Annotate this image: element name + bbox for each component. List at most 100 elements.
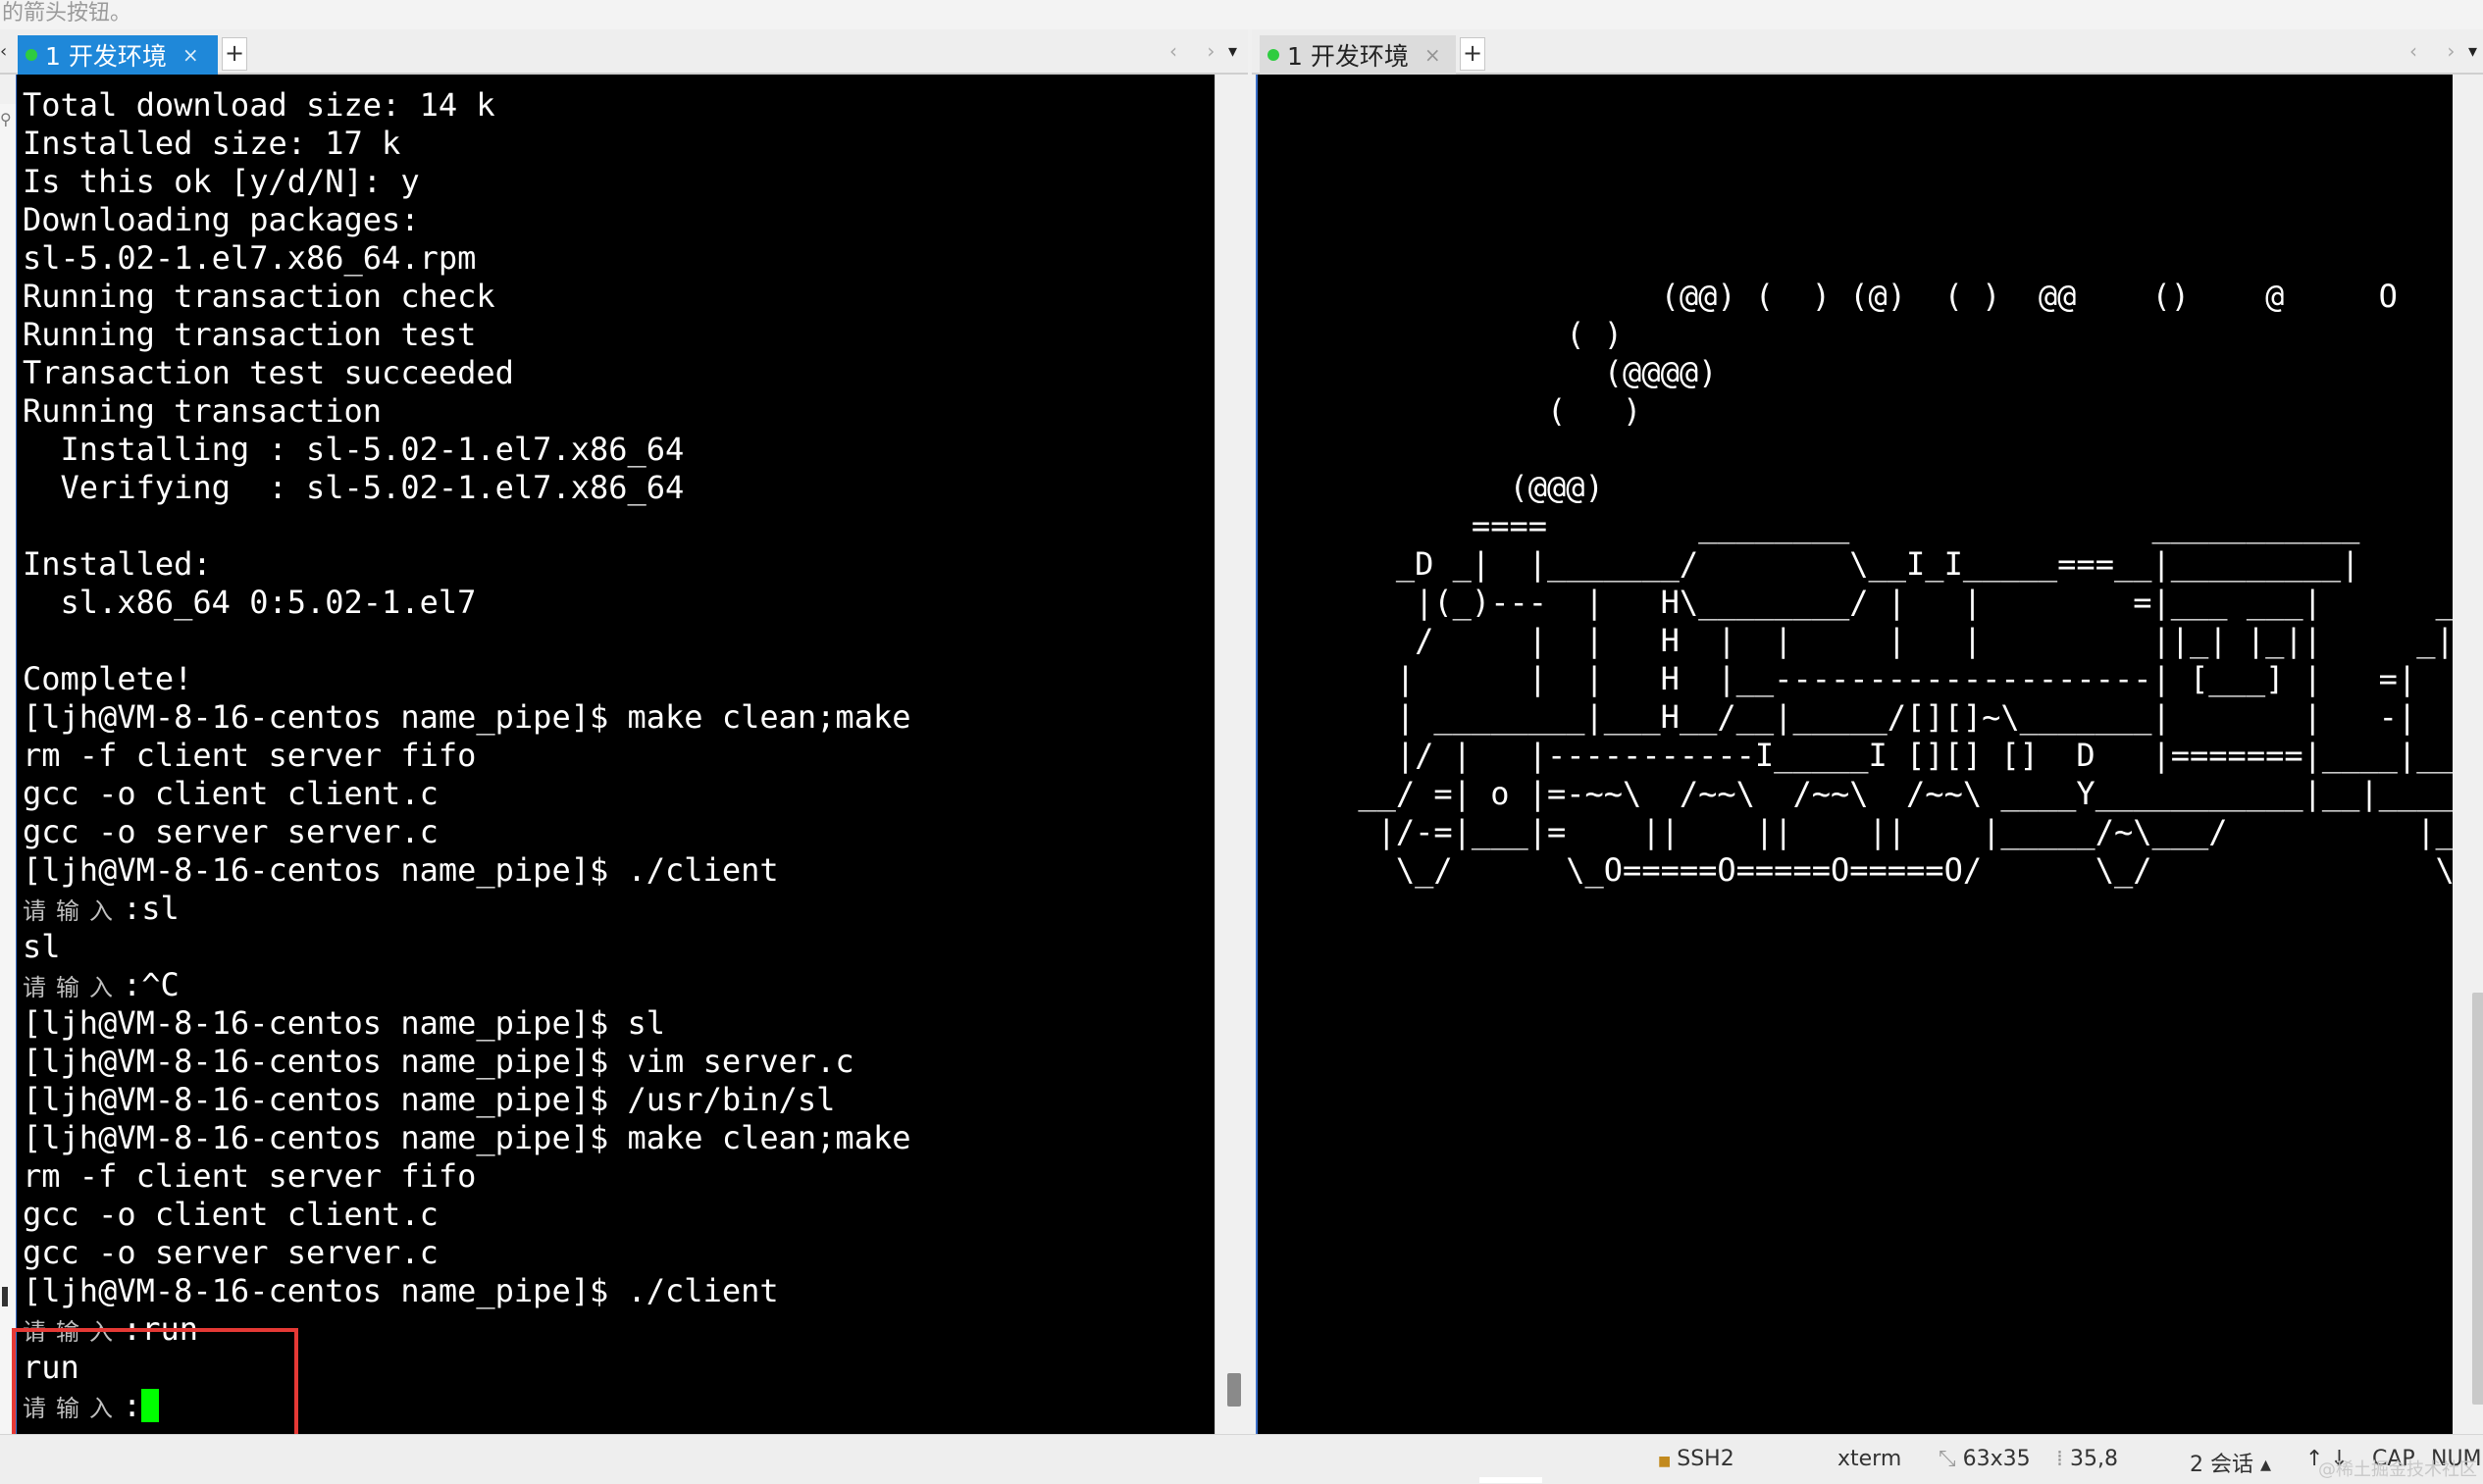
tab-dev-env-left[interactable]: 1 开发环境 × <box>18 35 218 75</box>
ascii-art-line: |/-=|___|= || || || |_____/~\___/ |_D__D… <box>1376 813 2453 850</box>
input-prompt-label: 请输入 <box>23 1318 123 1346</box>
terminal-right[interactable]: (@@) ( ) (@) ( ) @@ () @ O ( ) (@@@@) ( … <box>1256 75 2453 1434</box>
terminal-line: 请输入: <box>23 1387 910 1425</box>
ascii-art-line <box>1264 86 2453 125</box>
input-prompt-label: 请输入 <box>23 1395 123 1422</box>
status-cursor-pos: ⁞ 35,8 <box>2056 1447 2118 1471</box>
ascii-art-line: ( ) <box>1264 316 1624 353</box>
terminal-line: run <box>23 1349 79 1386</box>
tab-menu-chevron-down-icon[interactable]: ▾ <box>1228 41 1238 62</box>
status-sessions[interactable]: 2 会话 ▴ <box>2190 1453 2272 1477</box>
cursor-pos-icon: ⁞ <box>2056 1447 2070 1471</box>
tab-label: 1 开发环境 <box>1287 42 1409 71</box>
ascii-art-line: (@@@) <box>1264 469 1604 506</box>
terminal-cursor[interactable] <box>141 1389 160 1422</box>
left-gutter: ⚲ <box>0 104 16 1463</box>
terminal-line: Installed: <box>23 545 212 583</box>
terminal-line <box>23 622 910 660</box>
lock-icon: ■ <box>1658 1454 1672 1469</box>
left-tab-bar: ‹ 1 开发环境 × + ‹ › ▾ <box>0 29 1248 75</box>
input-prompt-label: 请输入 <box>23 974 123 1001</box>
input-echo: : <box>123 1387 142 1424</box>
add-tab-button[interactable]: + <box>222 37 247 71</box>
status-bar: ■SSH2 xterm ⤡ 63x35 ⁞ 35,8 2 会话 ▴ ↑ ↓ CA… <box>0 1434 2483 1484</box>
status-terminal-type: xterm <box>1837 1447 1902 1471</box>
terminal-line: [ljh@VM-8-16-centos name_pipe]$ sl <box>23 1004 666 1042</box>
scrollbar-thumb[interactable] <box>2472 993 2483 1405</box>
terminal-line: gcc -o server server.c <box>23 813 439 850</box>
ascii-art-line: ( ) <box>1264 392 1642 430</box>
terminal-line: Installing : sl-5.02-1.el7.x86_64 <box>23 431 685 468</box>
terminal-line: Installed size: 17 k <box>23 125 401 162</box>
ascii-art-line: (@@@@) <box>1264 354 1718 391</box>
terminal-line: [ljh@VM-8-16-centos name_pipe]$ vim serv… <box>23 1043 854 1080</box>
terminal-line: [ljh@VM-8-16-centos name_pipe]$ make cle… <box>23 1119 911 1156</box>
terminal-line: [ljh@VM-8-16-centos name_pipe]$ /usr/bin… <box>23 1081 836 1118</box>
terminal-line: [ljh@VM-8-16-centos name_pipe]$ ./client <box>23 1272 779 1309</box>
status-num: NUM <box>2431 1447 2482 1471</box>
ascii-art-line: __/ =| o |=-~~\ /~~\ /~~\ /~~\ ____Y____… <box>1358 775 2453 812</box>
ascii-art-line: / | | H | | | | ||_| |_|| _| \_____A <box>1415 622 2453 659</box>
right-tab-bar: 1 开发环境 × + ‹ › ▾ <box>1252 29 2483 75</box>
terminal-line: rm -f client server fifo <box>23 1157 477 1195</box>
connection-status-icon <box>26 49 37 61</box>
resize-icon: ⤡ <box>1939 1447 1963 1471</box>
top-hint-text: 的箭头按钮。 <box>0 0 2483 29</box>
terminal-line: [ljh@VM-8-16-centos name_pipe]$ ./client <box>23 851 779 889</box>
ascii-art-line: |/ | |-----------I_____I [][] [] D |====… <box>1395 737 2453 774</box>
terminal-line: Running transaction <box>23 392 383 430</box>
ascii-art-line: | ________|___H__/__|_____/[][]~\_______… <box>1395 698 2417 736</box>
ascii-art-line: _D _| |_______/ \__I_I_____===__|_______… <box>1264 545 2360 583</box>
status-caps: CAP <box>2372 1447 2415 1471</box>
close-icon[interactable]: × <box>181 43 199 67</box>
sl-train-ascii-art: (@@) ( ) (@) ( ) @@ () @ O ( ) (@@@@) ( … <box>1264 86 2453 890</box>
input-prompt-label: 请输入 <box>23 897 123 925</box>
ascii-art-line: ==== ________ ___________ <box>1264 507 2360 544</box>
terminal-line: sl <box>23 928 61 965</box>
left-scrollbar[interactable] <box>1215 75 1248 1434</box>
connection-status-icon <box>1267 49 1279 61</box>
terminal-line: Downloading packages: <box>23 201 420 238</box>
terminal-line: rm -f client server fifo <box>23 737 477 774</box>
terminal-line: Transaction test succeeded <box>23 354 514 391</box>
tab-nav-arrows-icon[interactable]: ‹ › <box>1169 39 1227 63</box>
terminal-line: [ljh@VM-8-16-centos name_pipe]$ make cle… <box>23 698 911 736</box>
close-icon[interactable]: × <box>1423 43 1441 67</box>
terminal-line: sl-5.02-1.el7.x86_64.rpm <box>23 239 477 277</box>
scrollbar-thumb[interactable] <box>1227 1373 1241 1407</box>
terminal-line: Running transaction check <box>23 278 495 315</box>
terminal-line: sl.x86_64 0:5.02-1.el7 <box>23 584 477 621</box>
right-pane: 1 开发环境 × + ‹ › ▾ (@@) ( ) (@) ( ) @@ () … <box>1252 29 2483 1434</box>
highlight-annotation <box>12 1328 298 1450</box>
ascii-art-line <box>1264 163 2453 201</box>
terminal-line: Complete! <box>23 660 193 697</box>
ascii-art-line: |(_)--- | H\________/ | | =|___ ___| ___… <box>1415 584 2453 621</box>
tab-menu-chevron-down-icon[interactable]: ▾ <box>2468 41 2478 62</box>
terminal-line: Is this ok [y/d/N]: y <box>23 163 420 200</box>
terminal-line <box>23 507 910 545</box>
status-connection: ■SSH2 <box>1658 1447 1734 1471</box>
tab-label: 1 开发环境 <box>45 42 167 71</box>
add-tab-button[interactable]: + <box>1460 37 1485 71</box>
right-scrollbar[interactable] <box>2453 75 2483 1434</box>
gutter-marker-icon <box>2 1287 8 1306</box>
chevron-up-icon[interactable]: ▴ <box>2253 1453 2272 1477</box>
terminal-line: gcc -o client client.c <box>23 1196 439 1233</box>
ascii-art-line <box>1264 431 2453 469</box>
magnifier-icon: ⚲ <box>0 110 12 128</box>
tab-nav-arrows-icon[interactable]: ‹ › <box>2409 39 2467 63</box>
ascii-art-line: \_/ \_O=====O=====O=====O/ \_/ \_/ \_/ \… <box>1395 851 2453 889</box>
input-echo: :sl <box>123 890 180 927</box>
terminal-line: 请输入:sl <box>23 890 910 928</box>
tab-dev-env-right[interactable]: 1 开发环境 × <box>1260 35 1456 75</box>
ascii-art-line <box>1264 239 2453 278</box>
watermark-text: @稀土掘金技术社区 <box>2318 1459 2477 1480</box>
terminal-line: gcc -o client client.c <box>23 775 439 812</box>
ascii-art-line: (@@) ( ) (@) ( ) @@ () @ O <box>1264 278 2398 315</box>
tab-scroll-left-icon[interactable]: ‹ <box>0 41 8 62</box>
scroll-arrows-icon[interactable]: ↑ ↓ <box>2305 1447 2349 1471</box>
status-divider <box>1479 1477 1542 1483</box>
